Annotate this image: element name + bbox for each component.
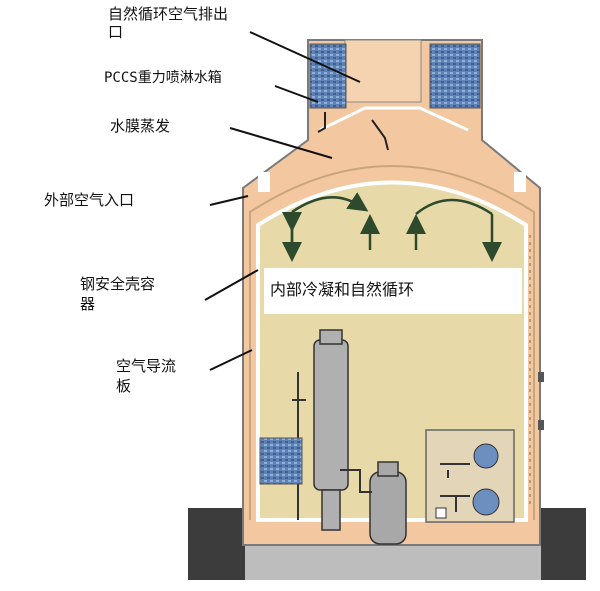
coolant-pipe <box>340 469 372 493</box>
circulation-arrows <box>282 192 502 262</box>
label-water-film: 水膜蒸发 <box>110 117 171 135</box>
right-side-nub-2 <box>538 420 544 430</box>
label-steel-shell-line1: 钢安全壳容 <box>80 275 156 293</box>
pccs-tank-right <box>429 43 481 109</box>
label-air-baffle-line2: 板 <box>116 377 132 395</box>
pump-upper <box>473 443 499 469</box>
internal-circulation-banner: 内部冷凝和自然循环 <box>264 268 522 314</box>
air-baffle <box>249 165 535 520</box>
steam-generator <box>313 329 349 531</box>
ground-left <box>188 508 246 580</box>
drip-pipe-left <box>317 112 326 133</box>
base-slab <box>245 540 541 580</box>
right-vent <box>514 172 526 192</box>
label-exhaust-line1: 自然循环空气排出 <box>108 5 229 23</box>
label-pccs-tank: PCCS重力喷淋水箱 <box>104 70 222 86</box>
left-vent <box>258 172 270 192</box>
reactor-pressure-vessel <box>369 461 407 545</box>
label-steel-shell-line2: 器 <box>80 295 96 313</box>
ground-right <box>540 508 586 580</box>
label-exhaust-line2: 口 <box>108 23 124 41</box>
label-internal-circulation: 内部冷凝和自然循环 <box>270 280 415 299</box>
leader-lines <box>204 31 361 371</box>
lower-valve <box>435 507 447 519</box>
label-air-baffle-line1: 空气导流 <box>116 357 177 375</box>
exhaust-chimney <box>344 39 422 103</box>
drip-pipe-right <box>371 119 389 151</box>
right-side-nub-1 <box>538 372 544 382</box>
pccs-tank-left <box>309 43 347 109</box>
pump-lower <box>472 488 500 516</box>
irwst-tank <box>259 437 303 485</box>
top-baffle <box>319 106 469 132</box>
equipment-pipes <box>440 463 470 512</box>
label-air-inlet: 外部空气入口 <box>44 191 135 209</box>
equipment-room <box>425 429 515 523</box>
